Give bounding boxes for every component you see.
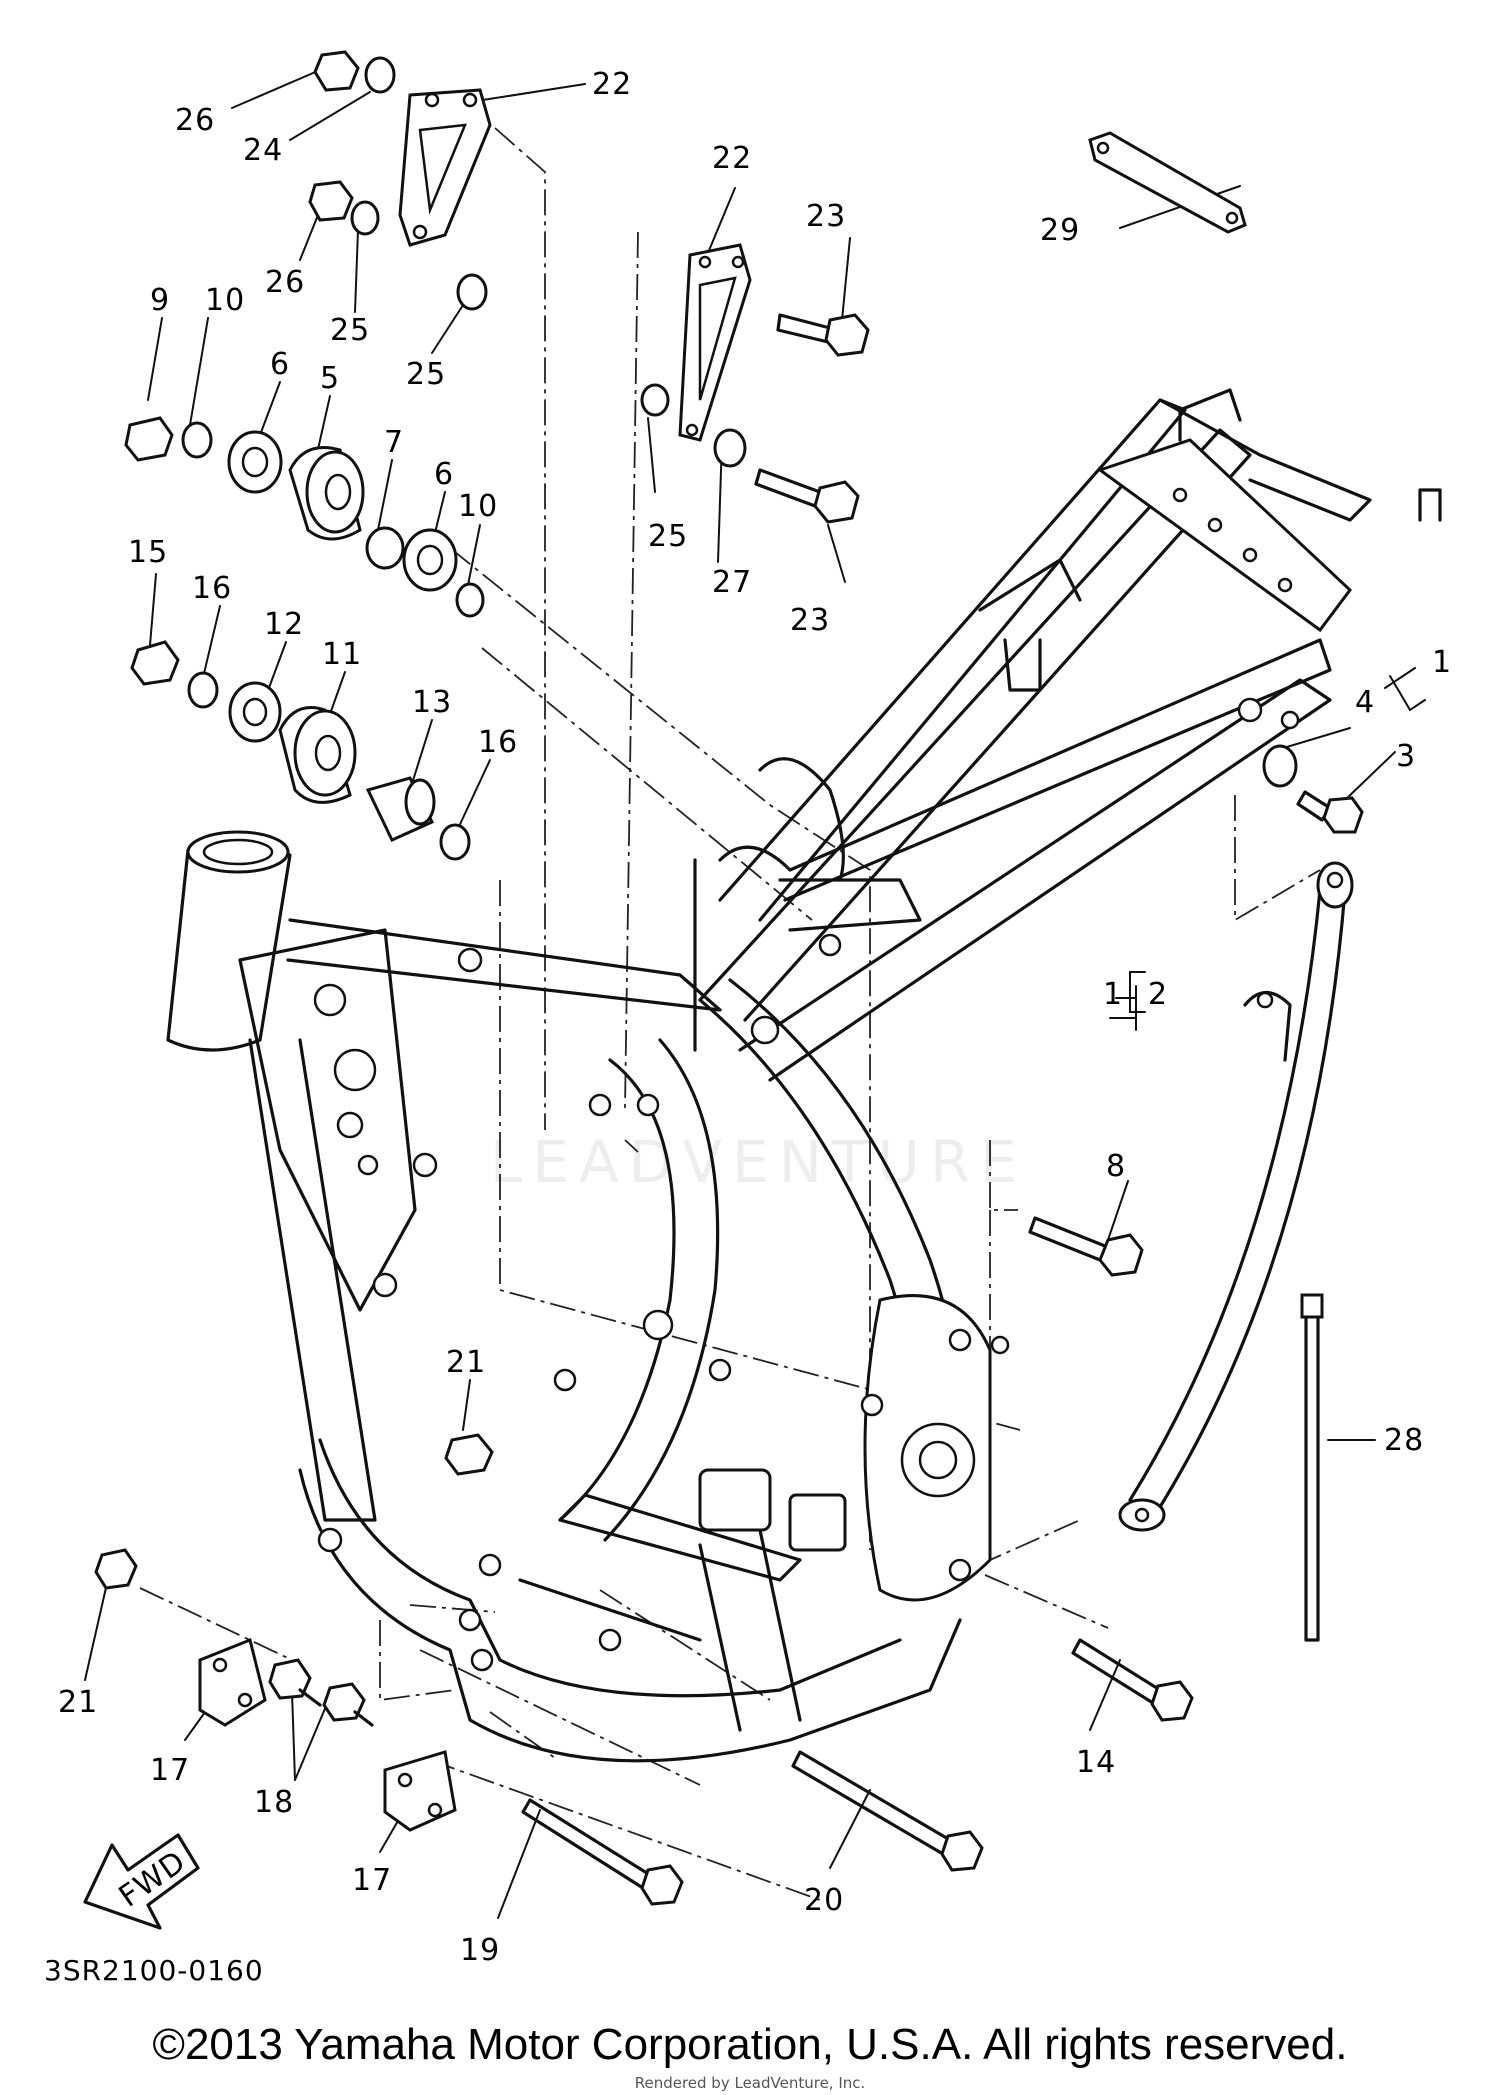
frame-main-spar bbox=[558, 1058, 676, 1522]
nut-15 bbox=[130, 640, 180, 686]
nut-26-lower bbox=[308, 180, 354, 222]
callout-5: 5 bbox=[320, 361, 340, 396]
washer-4 bbox=[1262, 744, 1298, 788]
callout-labels: 26 24 22 22 23 29 26 25 25 9 10 6 5 7 6 … bbox=[58, 67, 1452, 1968]
rear-crossmember bbox=[1096, 438, 1353, 633]
main-frame bbox=[166, 830, 1010, 1763]
callout-16: 16 bbox=[478, 725, 518, 760]
bolt-19 bbox=[521, 1798, 684, 1906]
callout-18: 18 bbox=[254, 1785, 294, 1820]
callout-25: 25 bbox=[406, 357, 446, 392]
callout-24: 24 bbox=[243, 133, 283, 168]
callout-22: 22 bbox=[592, 67, 632, 102]
callout-bracket-1-2 bbox=[1129, 971, 1146, 1013]
collar-13 bbox=[365, 776, 436, 842]
bolt-23-lower bbox=[754, 468, 860, 524]
bolt-3 bbox=[1296, 790, 1364, 834]
bolt-8 bbox=[1028, 1216, 1144, 1277]
assembly-lines bbox=[139, 127, 1321, 1901]
watermark: LEADVENTURE bbox=[490, 1128, 1027, 1196]
mount-tabs bbox=[317, 947, 1010, 1672]
plate-17-right bbox=[383, 1750, 457, 1832]
washer-10-b bbox=[455, 582, 485, 618]
callout-6: 6 bbox=[270, 347, 290, 382]
rear-subframe bbox=[693, 388, 1442, 1082]
washer-10-a bbox=[181, 421, 213, 459]
washer-24 bbox=[364, 56, 396, 94]
callout-27: 27 bbox=[712, 565, 752, 600]
bolt-14 bbox=[1071, 1638, 1194, 1722]
callout-17: 17 bbox=[352, 1863, 392, 1898]
callout-25: 25 bbox=[648, 519, 688, 554]
plate-17-left bbox=[198, 1637, 267, 1727]
callout-19: 19 bbox=[460, 1933, 500, 1968]
washer-25-a bbox=[350, 200, 380, 236]
callout-13: 13 bbox=[412, 685, 452, 720]
hardware-parts bbox=[94, 50, 1364, 1906]
callout-8: 8 bbox=[1106, 1149, 1126, 1184]
washer-25-c bbox=[640, 383, 670, 417]
callout-15: 15 bbox=[128, 535, 168, 570]
nut-21-left bbox=[94, 1548, 138, 1590]
seat-rail-bracket bbox=[758, 757, 845, 882]
callout-29: 29 bbox=[1040, 213, 1080, 248]
callout-6: 6 bbox=[434, 457, 454, 492]
callout-26: 26 bbox=[175, 103, 215, 138]
callout-17: 17 bbox=[150, 1753, 190, 1788]
bushing-11 bbox=[278, 706, 357, 804]
callout-10: 10 bbox=[458, 489, 498, 524]
callout-7: 7 bbox=[384, 425, 404, 460]
callout-3: 3 bbox=[1396, 739, 1416, 774]
bolt-20 bbox=[791, 1750, 984, 1872]
callout-10: 10 bbox=[205, 283, 245, 318]
nut-9 bbox=[124, 416, 174, 462]
plate-29 bbox=[1088, 131, 1247, 234]
frame-down-tube bbox=[248, 1038, 377, 1522]
engine-brackets bbox=[398, 88, 752, 442]
callout-21: 21 bbox=[58, 1685, 98, 1720]
callout-22: 22 bbox=[712, 141, 752, 176]
subframe-strut bbox=[1118, 861, 1354, 1532]
nut-26-upper bbox=[313, 50, 360, 92]
washer-25-b bbox=[456, 273, 488, 311]
cable-tie bbox=[1300, 1293, 1324, 1642]
callout-11: 11 bbox=[322, 637, 362, 672]
callout-14: 14 bbox=[1076, 1745, 1116, 1780]
callout-9: 9 bbox=[150, 283, 170, 318]
callout-28: 28 bbox=[1384, 1423, 1424, 1458]
bolts-18 bbox=[268, 1658, 374, 1727]
frame-cradle bbox=[298, 1468, 962, 1763]
callout-16: 16 bbox=[192, 571, 232, 606]
bolt-23-upper bbox=[776, 313, 870, 357]
diagram-code: 3SR2100-0160 bbox=[44, 1954, 264, 1987]
callout-1: 1 bbox=[1103, 977, 1123, 1012]
callout-23: 23 bbox=[790, 603, 830, 638]
nut-21-center bbox=[444, 1433, 494, 1476]
washer-16-b bbox=[439, 823, 471, 861]
callout-21: 21 bbox=[446, 1345, 486, 1380]
copyright-notice: ©2013 Yamaha Motor Corporation, U.S.A. A… bbox=[152, 2020, 1348, 2069]
callout-4: 4 bbox=[1355, 685, 1375, 720]
callout-12: 12 bbox=[264, 607, 304, 642]
washer-16-a bbox=[187, 671, 219, 709]
callout-25: 25 bbox=[330, 313, 370, 348]
callout-20: 20 bbox=[804, 1883, 844, 1918]
callout-bracket-1-3-4 bbox=[1389, 675, 1426, 712]
frame-gusset-plate bbox=[238, 928, 417, 1312]
washer-27 bbox=[713, 428, 747, 468]
callout-2: 2 bbox=[1148, 977, 1168, 1012]
bushing-5 bbox=[288, 446, 365, 541]
callout-1: 1 bbox=[1432, 645, 1452, 680]
spacer-7 bbox=[365, 526, 405, 570]
callout-23: 23 bbox=[806, 199, 846, 234]
callout-26: 26 bbox=[265, 265, 305, 300]
fwd-arrow: FWD bbox=[83, 1833, 200, 1930]
rendered-by-notice: Rendered by LeadVenture, Inc. bbox=[634, 2074, 866, 2092]
